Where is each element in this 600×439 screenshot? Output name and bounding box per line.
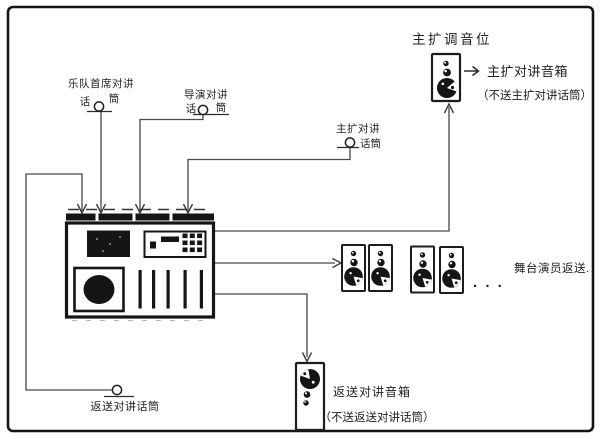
wire-mic-director (139, 114, 204, 211)
arrow-down-icon (182, 203, 194, 215)
main-pa-speaker-label: 主扩对讲音箱 (487, 64, 568, 79)
arrow-right-icon (464, 65, 480, 77)
main-pa-speaker: 主扩调音位 主扩对讲音箱 （不送主扩对讲话筒） (412, 31, 592, 103)
bar-gap (132, 213, 136, 221)
screen-speck (109, 243, 111, 245)
wires (25, 107, 450, 391)
speaker-icon (368, 244, 393, 292)
microphone-icon (93, 101, 105, 112)
mic-concertmaster-label-line1: 乐队首席对讲 (68, 77, 134, 90)
mic-concertmaster-label-hua: 话 (80, 96, 91, 108)
foldback-speaker-label: 返送对讲音箱 (333, 384, 411, 399)
panel-display-bar (161, 236, 179, 242)
foldback-speaker: 返送对讲音箱 （不送返送对讲话筒） (294, 361, 435, 432)
wire-mic-foldback (25, 173, 113, 391)
bar-gap (95, 213, 99, 221)
screen-speck (119, 236, 121, 238)
mic-main-pa: 主扩对讲 话筒 (336, 122, 381, 150)
mic-concertmaster: 乐队首席对讲 话 筒 (68, 77, 134, 113)
microphone-icon (344, 137, 356, 148)
arrow-down-icon (95, 203, 107, 215)
panel-key-grid (182, 233, 203, 253)
screen-speck (96, 238, 98, 240)
microphone-icon (111, 384, 123, 396)
arrow-down-icon (134, 203, 146, 215)
speaker-icon (341, 244, 366, 292)
arrow-down-icon (301, 352, 313, 364)
mic-director-label-tong: 筒 (216, 101, 227, 114)
speaker-icon (294, 361, 326, 432)
mic-main-pa-label-line1: 主扩对讲 (336, 122, 380, 135)
panel-button (150, 241, 156, 249)
mixer-speaker-cone (83, 275, 115, 304)
mic-director: 导演对讲 话 筒 (184, 88, 229, 116)
speaker-icon (439, 246, 464, 294)
microphone-icon (197, 104, 209, 116)
wire-mic-main-pa (187, 147, 351, 211)
ellipsis-dots: . . . (473, 274, 504, 291)
mic-concertmaster-label-tong: 筒 (109, 92, 120, 105)
mic-main-pa-label-line2: 话筒 (360, 137, 381, 150)
wire-to-main-speaker (214, 107, 450, 232)
stage-monitor-row: . . . 舞台演员返送. (341, 244, 590, 294)
speaker-icon (430, 52, 462, 103)
mic-director-label-line1: 导演对讲 (184, 88, 228, 101)
wire-to-foldback-speaker (214, 293, 308, 357)
main-pa-speaker-note: （不送主扩对讲话筒） (477, 88, 592, 102)
mic-foldback-label: 返送对讲话筒 (91, 399, 160, 413)
bar-gap (169, 213, 173, 221)
speaker-icon (410, 245, 435, 294)
main-mix-position-label: 主扩调音位 (412, 31, 492, 47)
screen-speck (102, 250, 104, 252)
mixer-top-bar (66, 213, 214, 221)
mic-foldback: 返送对讲话筒 (91, 384, 160, 413)
intercom-matrix-unit (64, 208, 216, 322)
arrowheads (76, 102, 455, 364)
arrow-down-icon (76, 203, 88, 215)
mixer-screen (87, 230, 130, 257)
foldback-speaker-note: （不送返送对讲话筒） (320, 410, 435, 424)
mic-director-label-hua: 话 (186, 103, 197, 115)
mixer-faders (138, 270, 203, 309)
arrow-up-icon (443, 102, 455, 114)
stage-monitor-label: 舞台演员返送. (514, 261, 590, 275)
